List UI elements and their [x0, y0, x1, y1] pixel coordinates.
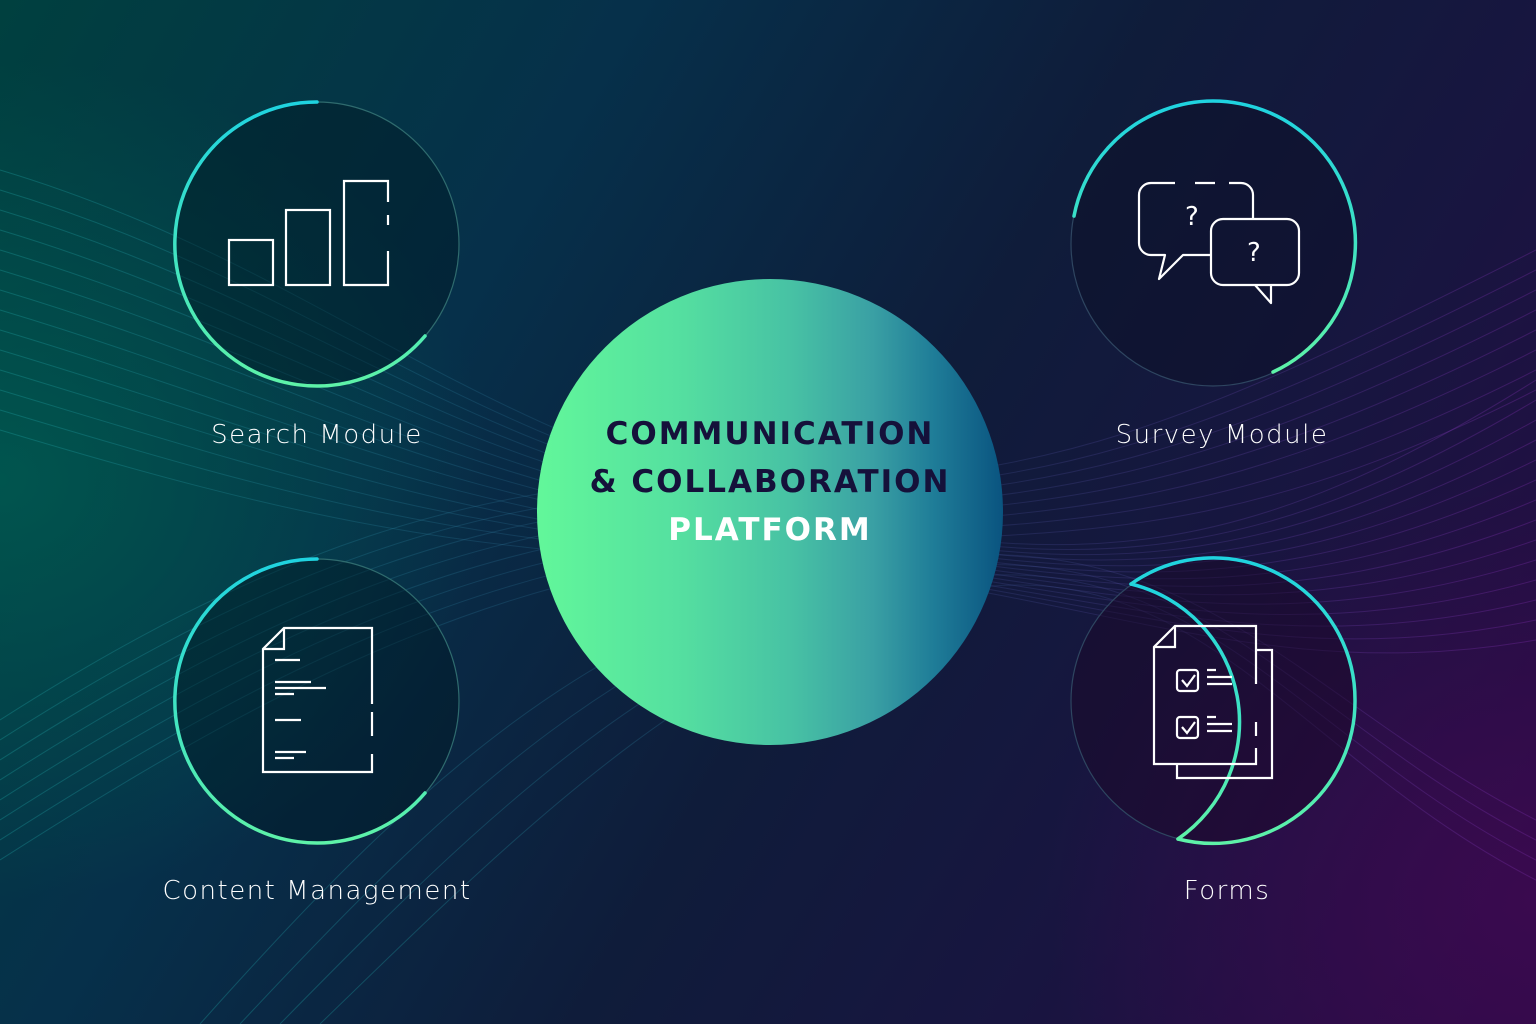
survey-module-label: Survey Module: [1115, 420, 1329, 450]
search-module-label: Search Module: [211, 420, 423, 450]
progress-ring: [1070, 556, 1357, 846]
forms-node[interactable]: [1068, 556, 1358, 846]
forms-label: Forms: [1183, 876, 1271, 906]
platform-title-line-1: COMMUNICATION: [605, 416, 935, 452]
platform-title-line-3: PLATFORM: [668, 512, 872, 548]
checklist-forms-icon: [1152, 624, 1274, 780]
progress-ring: [1070, 99, 1358, 387]
progress-ring: [173, 557, 460, 845]
question-mark: ?: [1247, 238, 1261, 268]
progress-ring: [173, 100, 460, 388]
content-management-label: Content Management: [162, 876, 472, 906]
bar-chart-icon: [227, 179, 390, 287]
document-icon: [261, 626, 374, 774]
platform-center-circle: COMMUNICATION & COLLABORATION PLATFORM: [537, 279, 1003, 745]
speech-bubbles-question-icon: ? ?: [1137, 181, 1301, 305]
content-management-node[interactable]: [172, 556, 462, 846]
question-mark: ?: [1185, 202, 1199, 232]
platform-title-line-2: & COLLABORATION: [589, 464, 951, 500]
platform-title: COMMUNICATION & COLLABORATION PLATFORM: [590, 410, 951, 554]
survey-module-node[interactable]: ? ?: [1068, 99, 1358, 389]
search-module-node[interactable]: [172, 99, 462, 389]
